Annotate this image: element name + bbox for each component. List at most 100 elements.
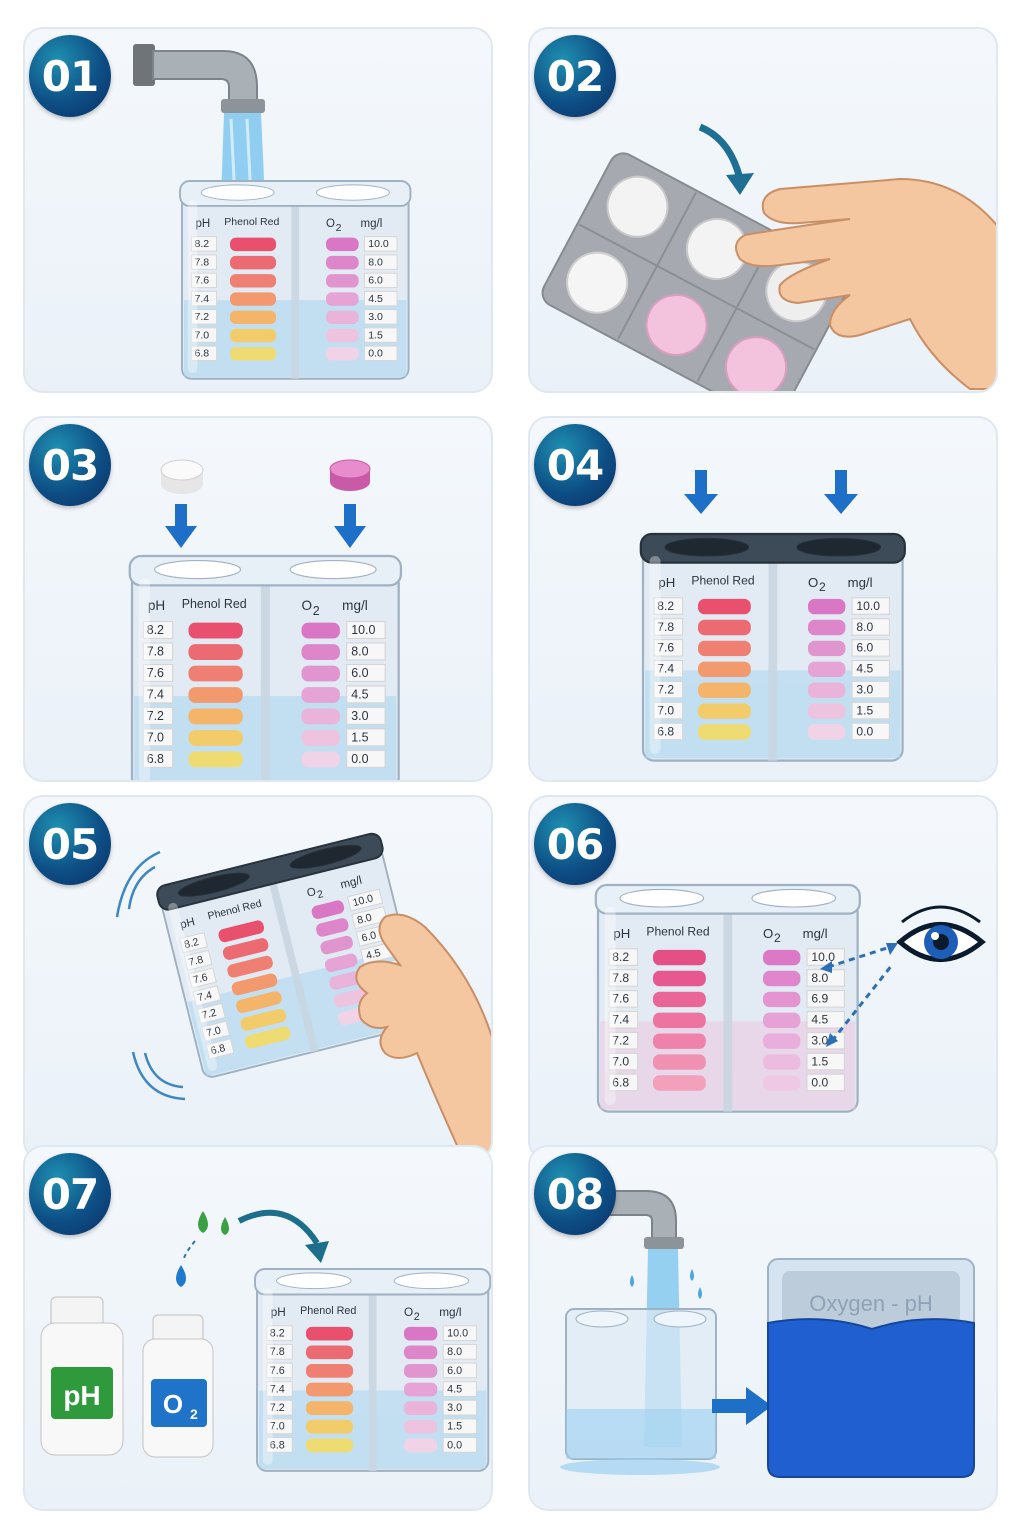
o2-value-cell: [363, 290, 398, 307]
o2-value: 0.0: [351, 752, 368, 766]
o2-value: 3.0: [811, 1034, 828, 1048]
ph-value-cell: [266, 1381, 293, 1397]
indicator-label: Phenol Red: [691, 574, 754, 588]
eye-icon: [896, 905, 986, 962]
ph-value: 7.0: [657, 703, 674, 717]
o2-color-swatch: [326, 237, 359, 252]
ph-color-swatch: [306, 1419, 354, 1434]
ph-value-cell: [191, 272, 218, 289]
o2-value-cell: [363, 309, 398, 325]
ph-column-header: pH: [658, 575, 675, 590]
o2-value: 0.0: [811, 1075, 828, 1089]
o2-value: 6.0: [351, 666, 368, 680]
ph-value-cell: [196, 1002, 226, 1025]
o2-color-swatch: [808, 703, 846, 719]
o2-color-swatch: [808, 640, 846, 657]
ph-value: 7.6: [270, 1365, 285, 1377]
down-arrow-icon: [824, 470, 858, 514]
ph-value-cell: [201, 1020, 231, 1042]
o2-color-swatch: [326, 310, 359, 325]
step-number-badge: 08: [534, 1153, 616, 1235]
ph-color-swatch: [698, 640, 751, 657]
ph-value-cell: [142, 706, 174, 725]
o2-value-cell: [806, 990, 845, 1008]
o2-value-cell: [442, 1437, 478, 1453]
o2-value: 1.5: [368, 329, 383, 341]
o2-value: 3.0: [447, 1402, 462, 1414]
o2-color-swatch: [326, 255, 359, 270]
ph-color-swatch: [188, 751, 243, 768]
o2-color-swatch: [763, 991, 801, 1008]
ph-value-cell: [142, 620, 174, 640]
ph-color-swatch: [306, 1382, 354, 1397]
ph-value: 8.2: [183, 936, 200, 951]
ph-value: 6.8: [194, 348, 209, 360]
o2-value: 8.0: [811, 971, 828, 985]
o2-color-swatch: [763, 1075, 801, 1091]
ph-color-swatch: [306, 1364, 354, 1378]
storage-box-icon: Oxygen - pH: [767, 1258, 975, 1478]
step-number-badge: 05: [29, 803, 111, 885]
ph-value-cell: [191, 290, 218, 307]
o2-value-cell: [851, 639, 890, 657]
ph-value-cell: [266, 1343, 293, 1360]
ph-color-swatch: [698, 682, 751, 698]
o2-value: 4.5: [856, 662, 873, 676]
o2-color-swatch: [808, 598, 846, 615]
ph-value-cell: [653, 722, 684, 741]
o2-value-cell: [442, 1325, 478, 1342]
ph-value: 6.8: [147, 752, 164, 766]
ph-color-swatch: [698, 619, 751, 636]
o2-value: 10.0: [856, 599, 880, 613]
ph-value-cell: [191, 254, 218, 270]
o2-value: 0.0: [856, 724, 873, 738]
ph-value-cell: [653, 680, 684, 699]
o2-value-cell: [346, 706, 386, 725]
o2-color-swatch: [311, 900, 345, 919]
step-number-badge: 02: [534, 35, 616, 117]
o2-value: 1.5: [811, 1054, 828, 1068]
ph-value-cell: [191, 327, 218, 343]
o2-subscript: 2: [316, 888, 325, 901]
ph-color-swatch: [230, 237, 277, 252]
o2-column-header: O: [306, 886, 318, 900]
ph-value: 7.4: [147, 687, 164, 701]
o2-value: 10.0: [447, 1328, 468, 1340]
o2-value-cell: [346, 749, 386, 768]
o2-subscript: 2: [774, 931, 781, 945]
o2-value-cell: [851, 597, 890, 615]
ph-value-cell: [142, 685, 174, 704]
o2-subscript: 2: [313, 604, 320, 618]
ph-value: 7.0: [612, 1054, 629, 1068]
o2-value: 10.0: [368, 238, 389, 250]
ph-column-header: pH: [195, 218, 210, 230]
ph-value-cell: [653, 659, 684, 678]
o2-value-cell: [346, 685, 386, 704]
o2-value-cell: [346, 620, 386, 640]
empty-tester: [565, 1308, 717, 1460]
ph-value: 7.8: [147, 644, 164, 658]
ph-value-cell: [183, 949, 213, 971]
o2-color-swatch: [808, 682, 846, 698]
ph-color-swatch: [188, 644, 243, 660]
o2-value-cell: [363, 345, 398, 362]
o2-value-cell: [346, 663, 386, 682]
ph-color-swatch: [188, 622, 243, 639]
o2-column-header: O: [404, 1306, 413, 1319]
pink-tablet: [329, 459, 371, 491]
ph-color-swatch: [653, 970, 706, 987]
ph-value-cell: [142, 663, 174, 682]
o2-subscript: 2: [819, 580, 826, 594]
ph-bottle-label: pH: [63, 1380, 100, 1411]
o2-color-swatch: [301, 622, 340, 639]
o2-value: 4.5: [368, 293, 383, 305]
ph-value: 7.8: [657, 620, 674, 634]
ph-value: 7.6: [147, 666, 164, 680]
ph-value: 7.4: [612, 1013, 629, 1027]
ph-value-cell: [191, 309, 218, 325]
